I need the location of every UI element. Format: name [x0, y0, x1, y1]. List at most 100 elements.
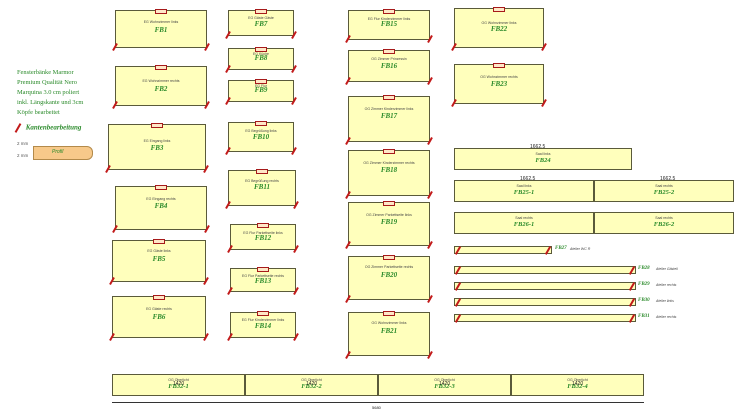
piece-subtitle: Saal rechts: [655, 184, 673, 188]
piece-label: FB7: [254, 20, 268, 28]
piece-tag: [255, 121, 267, 126]
edge-mark-icon: [345, 35, 351, 43]
edge-mark-icon: [291, 31, 297, 39]
edge-mark-icon: [451, 43, 457, 51]
edge-mark-icon: [293, 201, 299, 209]
piece-label: FB26-1: [513, 221, 535, 228]
edge-mark-icon: [427, 137, 433, 145]
description-line: Fensterbänke Marmor: [17, 69, 74, 76]
edge-mark-icon: [293, 333, 299, 341]
dimension-label: 1420: [439, 381, 451, 387]
edge-mark-icon: [628, 282, 636, 291]
edge-mark-icon: [427, 77, 433, 85]
piece-tag: [153, 295, 165, 300]
piece-subtitle: OG Zimmer Kinderzimmer rechts: [363, 161, 415, 165]
piece-label: FB15: [380, 20, 398, 28]
strip-fb30[interactable]: [454, 298, 636, 307]
edge-mark-icon: [225, 65, 231, 73]
strip-label: FB31: [638, 314, 650, 319]
piece-subtitle: EG Wohnzimmer rechts: [142, 79, 180, 83]
piece-label: FB3: [150, 144, 164, 152]
total-dimension-line: [112, 402, 644, 403]
edge-mark-icon: [427, 35, 433, 43]
strip-subtitle: Atelier rechts: [656, 283, 677, 287]
piece-subtitle: EG Flur Parkettseite links: [243, 231, 283, 235]
total-dimension-label: 5680: [372, 405, 381, 410]
dimension-label: 1662.5: [530, 144, 546, 150]
dimension-label: 1662.5: [660, 176, 676, 182]
profile-label: Profil: [52, 149, 64, 155]
edge-mark-icon: [227, 333, 233, 341]
piece-subtitle: EG Gäste rechts: [146, 307, 172, 311]
piece-label: FB22: [490, 25, 508, 33]
piece-subtitle: Saal links: [535, 152, 551, 156]
piece-subtitle: EG Küche: [253, 52, 269, 56]
edge-mark-icon: [203, 277, 209, 285]
edge-processing-legend: Kantenbearbeitung: [14, 123, 81, 133]
piece-label: FB5: [152, 255, 166, 263]
edge-mark-icon: [345, 77, 351, 85]
dimension-label: 1420: [306, 381, 318, 387]
description-line: Premium Qualität Nero: [17, 79, 77, 86]
strip-fb31[interactable]: [454, 314, 636, 323]
edge-mark-icon: [345, 351, 351, 359]
edge-mark-icon: [427, 191, 433, 199]
piece-label: FB32-3: [434, 383, 455, 390]
edge-mark-icon: [225, 147, 231, 155]
piece-subtitle: EG Wohnzimmer links: [143, 20, 179, 24]
piece-subtitle: OG Zimmer Parkettseite rechts: [364, 265, 414, 269]
piece-subtitle: EG Flur Kinderzimmer links: [367, 17, 411, 21]
description-line: Marquina 3.0 cm poliert: [17, 89, 80, 96]
piece-label: FB17: [380, 112, 398, 120]
edge-mark-icon: [628, 266, 636, 275]
strip-fb27[interactable]: [454, 246, 552, 255]
profile-thickness-top: 2 mm: [17, 141, 29, 146]
edge-mark-icon: [14, 123, 22, 133]
piece-tag: [255, 47, 267, 52]
piece-tag: [383, 201, 395, 206]
edge-mark-icon: [454, 298, 462, 307]
piece-subtitle: OG Zimmer Kinderzimmer links: [364, 107, 414, 111]
piece-label: FB13: [254, 277, 272, 285]
strip-fb29[interactable]: [454, 282, 636, 291]
edge-mark-icon: [345, 191, 351, 199]
strip-fb28[interactable]: [454, 266, 636, 275]
piece-label: FB11: [254, 183, 270, 191]
edge-mark-icon: [293, 245, 299, 253]
piece-label: FB14: [254, 322, 272, 330]
edge-mark-icon: [454, 314, 462, 323]
